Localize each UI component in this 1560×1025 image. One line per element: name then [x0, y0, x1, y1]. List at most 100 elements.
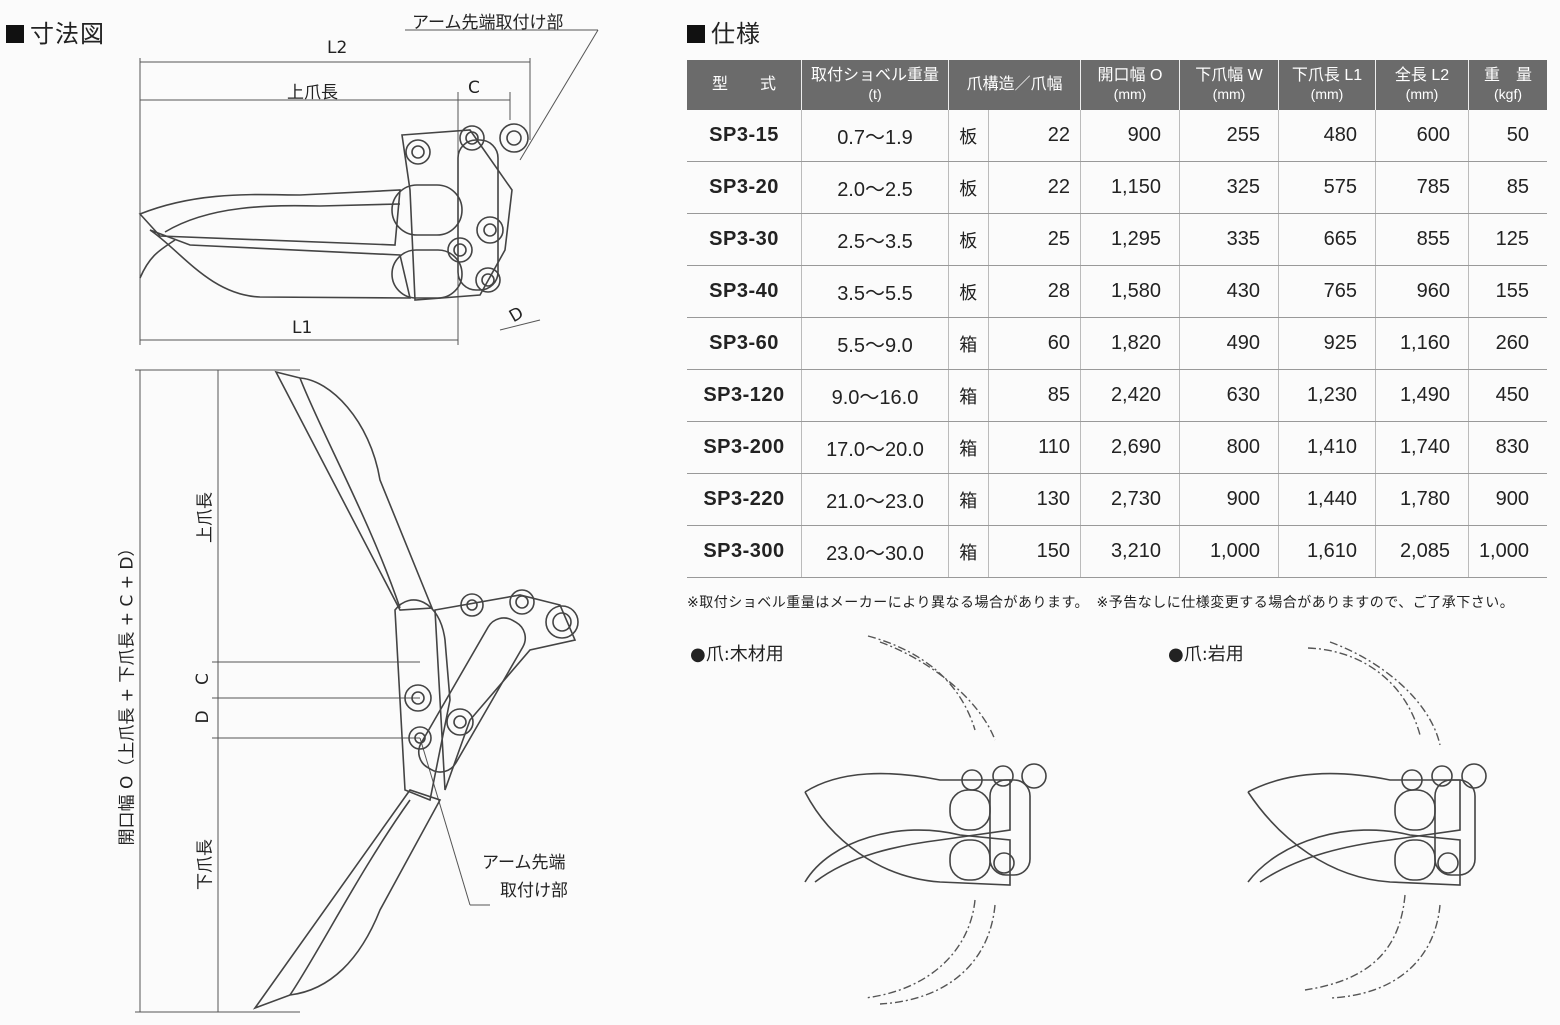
model-cell: SP3-40	[687, 265, 802, 318]
lower-claw-length-cell: 480	[1278, 110, 1376, 162]
claw-structure-cell: 箱	[948, 317, 989, 370]
claw-width-cell: 25	[988, 213, 1082, 266]
arm-tip-label: アーム先端	[482, 853, 566, 873]
header-open-width: 開口幅 O(mm)	[1080, 60, 1180, 110]
claw-width-cell: 22	[988, 110, 1082, 162]
weight-cell: 50	[1468, 110, 1547, 162]
lower-claw-length-cell: 765	[1278, 265, 1376, 318]
claw-rock-label: ●爪:岩用	[1168, 644, 1244, 665]
total-length-cell: 855	[1375, 213, 1469, 266]
open-width-cell: 2,730	[1080, 473, 1180, 526]
model-cell: SP3-15	[687, 110, 802, 162]
l1-label: L1	[292, 318, 313, 338]
claw-structure-cell: 箱	[948, 473, 989, 526]
lower-claw-length-cell: 575	[1278, 161, 1376, 214]
claw-structure-cell: 箱	[948, 369, 989, 422]
claw-width-cell: 85	[988, 369, 1082, 422]
header-claw-structure: 爪構造／爪幅	[948, 60, 1081, 110]
header-lower-claw-width: 下爪幅 W(mm)	[1179, 60, 1279, 110]
dimension-drawing	[135, 29, 599, 1013]
total-length-cell: 600	[1375, 110, 1469, 162]
weight-cell: 450	[1468, 369, 1547, 422]
left-section-title: 寸法図	[6, 14, 105, 49]
claw-structure-cell: 箱	[948, 525, 989, 578]
claw-structure-cell: 板	[948, 265, 989, 318]
weight-cell: 125	[1468, 213, 1547, 266]
model-cell: SP3-200	[687, 421, 802, 474]
excavator-weight-cell: 3.5～5.5	[801, 265, 949, 318]
upper-claw-length-vertical: 上爪長	[195, 492, 216, 543]
open-width-cell: 1,295	[1080, 213, 1180, 266]
claw-wood-label: ●爪:木材用	[690, 644, 784, 665]
lower-claw-length-cell: 1,440	[1278, 473, 1376, 526]
lower-claw-length-cell: 1,230	[1278, 369, 1376, 422]
total-length-cell: 1,780	[1375, 473, 1469, 526]
claw-structure-cell: 板	[948, 213, 989, 266]
open-width-cell: 1,820	[1080, 317, 1180, 370]
claw-width-cell: 110	[988, 421, 1082, 474]
excavator-weight-cell: 17.0～20.0	[801, 421, 949, 474]
header-excavator-weight: 取付ショベル重量(t)	[801, 60, 949, 110]
open-width-cell: 3,210	[1080, 525, 1180, 578]
l2-label: L2	[327, 38, 348, 58]
header-lower-claw-length: 下爪長 L1(mm)	[1278, 60, 1376, 110]
closed-grapple-drawing	[138, 29, 599, 345]
header-total-length: 全長 L2(mm)	[1375, 60, 1469, 110]
model-cell: SP3-300	[687, 525, 802, 578]
excavator-weight-cell: 5.5～9.0	[801, 317, 949, 370]
table-note: ※取付ショベル重量はメーカーにより異なる場合があります。 ※予告なしに仕様変更す…	[687, 595, 1515, 611]
claw-structure-cell: 板	[948, 161, 989, 214]
d-label-open: D	[193, 710, 213, 724]
spec-table: 型 式 取付ショベル重量(t) 爪構造／爪幅 開口幅 O(mm) 下爪幅 W(m…	[687, 60, 1547, 578]
total-length-cell: 960	[1375, 265, 1469, 318]
claw-width-cell: 22	[988, 161, 1082, 214]
lower-claw-width-cell: 630	[1179, 369, 1279, 422]
table-header-row: 型 式 取付ショベル重量(t) 爪構造／爪幅 開口幅 O(mm) 下爪幅 W(m…	[687, 60, 1547, 110]
lower-claw-length-cell: 1,410	[1278, 421, 1376, 474]
open-width-cell: 1,580	[1080, 265, 1180, 318]
model-cell: SP3-220	[687, 473, 802, 526]
excavator-weight-cell: 9.0～16.0	[801, 369, 949, 422]
right-section-title: 仕様	[687, 14, 761, 49]
open-width-cell: 2,690	[1080, 421, 1180, 474]
arm-attachment-label: アーム先端取付け部	[412, 13, 564, 33]
header-model: 型 式	[687, 60, 802, 110]
lower-claw-width-cell: 430	[1179, 265, 1279, 318]
right-title-text: 仕様	[711, 20, 761, 48]
lower-claw-length-vertical: 下爪長	[195, 839, 216, 890]
total-length-cell: 1,740	[1375, 421, 1469, 474]
lower-claw-length-cell: 1,610	[1278, 525, 1376, 578]
claw-width-cell: 28	[988, 265, 1082, 318]
model-cell: SP3-20	[687, 161, 802, 214]
total-length-cell: 785	[1375, 161, 1469, 214]
weight-cell: 155	[1468, 265, 1547, 318]
total-length-cell: 1,160	[1375, 317, 1469, 370]
lower-claw-width-cell: 325	[1179, 161, 1279, 214]
lower-claw-width-cell: 800	[1179, 421, 1279, 474]
weight-cell: 900	[1468, 473, 1547, 526]
model-cell: SP3-60	[687, 317, 802, 370]
claw-width-cell: 60	[988, 317, 1082, 370]
c-label-top: C	[468, 78, 480, 98]
excavator-weight-cell: 21.0～23.0	[801, 473, 949, 526]
rock-claw-drawing	[1247, 641, 1487, 999]
excavator-weight-cell: 23.0～30.0	[801, 525, 949, 578]
lower-claw-width-cell: 490	[1179, 317, 1279, 370]
lower-claw-width-cell: 1,000	[1179, 525, 1279, 578]
total-length-cell: 2,085	[1375, 525, 1469, 578]
lower-claw-width-cell: 335	[1179, 213, 1279, 266]
open-grapple-drawing	[135, 369, 579, 1013]
open-width-cell: 1,150	[1080, 161, 1180, 214]
wood-claw-drawing	[804, 635, 1047, 1005]
weight-cell: 1,000	[1468, 525, 1547, 578]
open-width-cell: 2,420	[1080, 369, 1180, 422]
open-width-cell: 900	[1080, 110, 1180, 162]
total-length-cell: 1,490	[1375, 369, 1469, 422]
